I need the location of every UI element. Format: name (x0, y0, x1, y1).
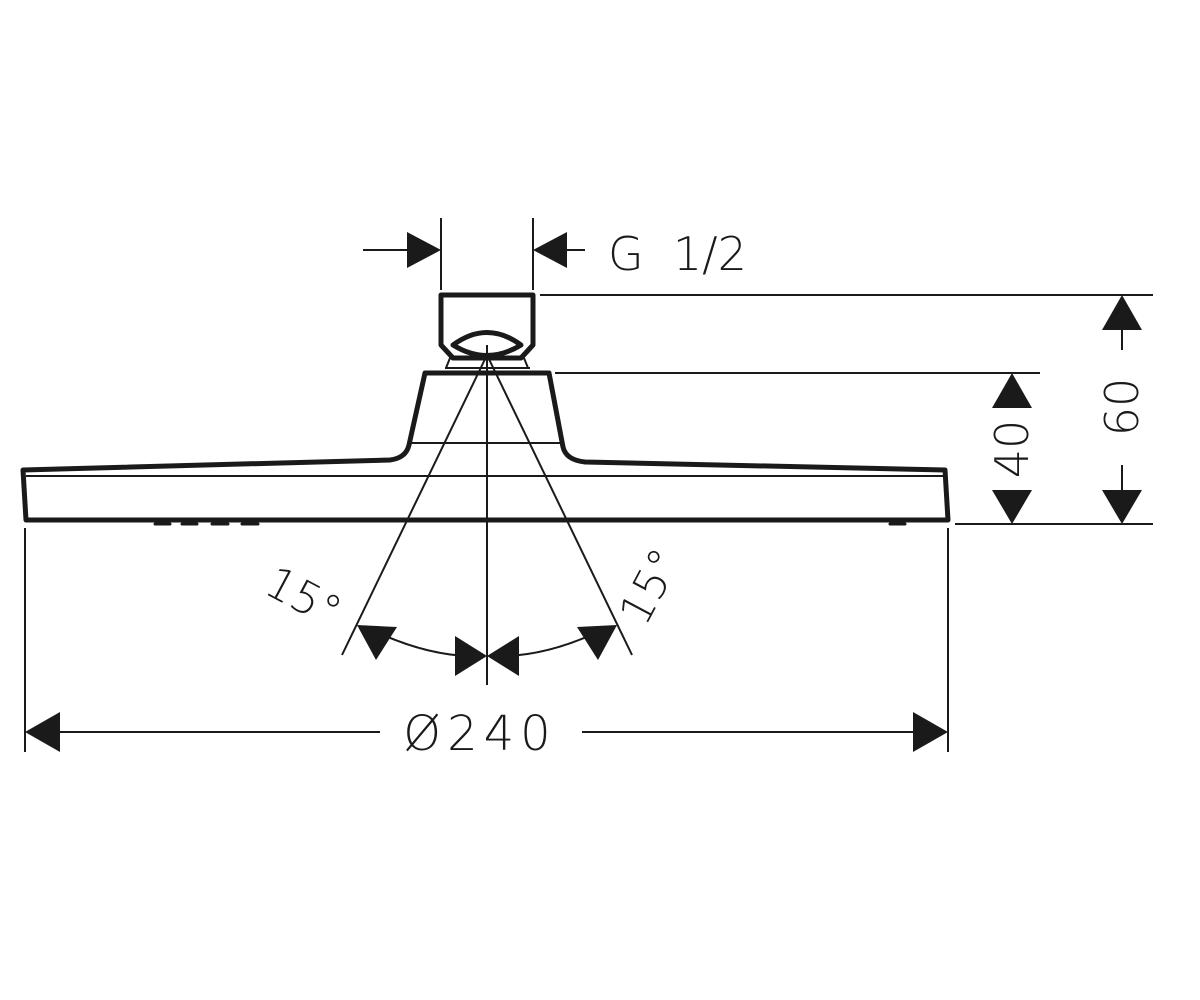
height-total-arrow-top (1102, 295, 1142, 330)
neck (20, 370, 951, 523)
spray-line-left (341, 354, 488, 656)
spray-angle-lines (341, 345, 633, 685)
height-total-dimension: 60 (540, 294, 1153, 525)
height-body-arrow-bottom (992, 490, 1032, 524)
diameter-label: Ø240 (403, 706, 556, 762)
height-body-dimension: 40 (555, 372, 1040, 524)
arc-arrow-right-inner (487, 636, 519, 676)
angle-label-left: 15° (257, 557, 350, 639)
angle-label-right: 15° (610, 540, 692, 633)
diameter-dimension: Ø240 (24, 528, 949, 762)
thread-label: G 1/2 (608, 227, 747, 281)
thread-arrow-left (407, 232, 441, 268)
diameter-arrow-left (25, 712, 60, 752)
connector-seat-line (445, 357, 529, 369)
spray-line-right (486, 354, 633, 656)
thread-dimension: G 1/2 (363, 218, 747, 290)
shower-head (20, 292, 951, 526)
height-body-arrow-top (992, 373, 1032, 408)
thread-arrow-right (533, 232, 567, 268)
diameter-arrow-right (913, 712, 948, 752)
arc-arrow-right-outer (577, 625, 617, 660)
connector-nut (438, 292, 536, 361)
height-total-arrow-bottom (1102, 490, 1142, 524)
height-body-label: 40 (985, 420, 1039, 479)
connector-seat (450, 330, 524, 358)
arc-arrow-left-inner (455, 636, 487, 676)
height-total-label: 60 (1095, 378, 1149, 437)
arc-arrow-left-outer (357, 625, 397, 660)
